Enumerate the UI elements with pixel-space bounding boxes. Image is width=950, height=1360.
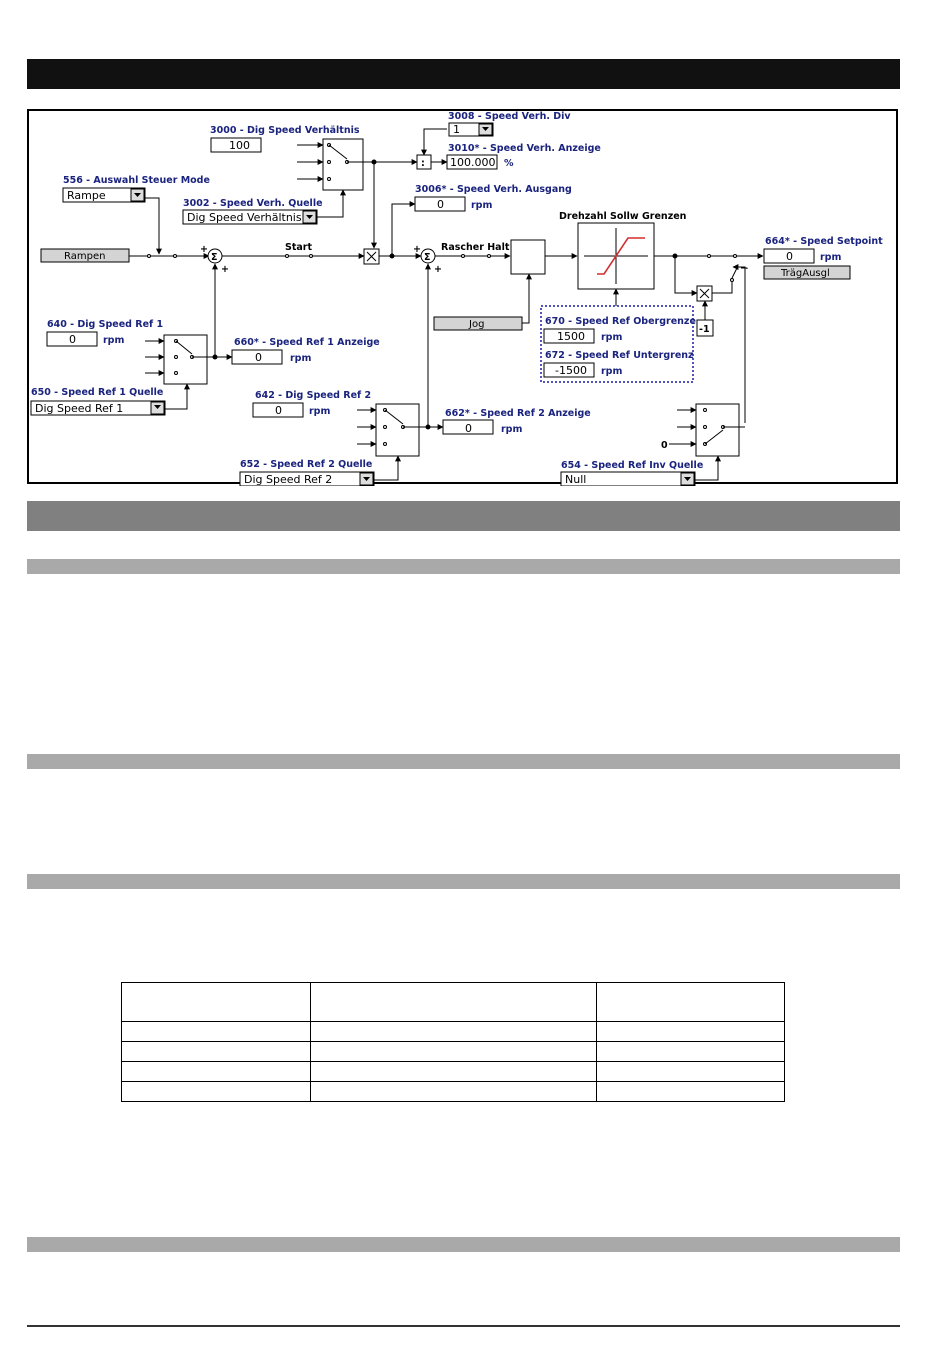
- rascher-halt-label: Rascher Halt: [441, 242, 510, 253]
- p556-label: 556 - Auswahl Steuer Mode: [63, 175, 210, 186]
- table-cell: [310, 1061, 597, 1082]
- subsection-bar-3: [27, 874, 900, 889]
- p3010-unit: %: [504, 158, 514, 169]
- p640-label: 640 - Dig Speed Ref 1: [47, 319, 163, 330]
- p3008-label: 3008 - Speed Verh. Div: [448, 111, 571, 122]
- table-cell: [121, 1021, 311, 1042]
- sum1-plus-b: +: [221, 264, 229, 275]
- subsection-bar-2: [27, 754, 900, 769]
- table-header-row: [121, 982, 785, 1022]
- p642-value[interactable]: 0: [275, 404, 282, 417]
- p642-unit: rpm: [309, 406, 330, 417]
- section-header-bar: [27, 501, 900, 531]
- p672-value[interactable]: -1500: [555, 364, 587, 377]
- p3006-value: 0: [437, 198, 444, 211]
- table-cell: [121, 1061, 311, 1082]
- block-diagram-frame: 3000 - Dig Speed Verhältnis 100 3008 - S…: [27, 109, 898, 487]
- p672-unit: rpm: [601, 366, 622, 377]
- p3008-value[interactable]: 1: [453, 123, 460, 136]
- p652-selector-block: [375, 403, 420, 457]
- p3000-value[interactable]: 100: [229, 139, 250, 152]
- empty-table: [121, 982, 785, 1102]
- p3010-value: 100.000: [450, 156, 496, 169]
- p654-selector-block: [695, 403, 740, 457]
- table-cell: [310, 1081, 597, 1102]
- divide-symbol: :: [421, 158, 425, 169]
- table-cell: [121, 982, 311, 1022]
- p652-value[interactable]: Dig Speed Ref 2: [244, 473, 332, 486]
- p556-dropdown[interactable]: [62, 187, 146, 203]
- table-cell: [310, 1041, 597, 1062]
- p654-value[interactable]: Null: [565, 473, 586, 486]
- p660-value: 0: [255, 351, 262, 364]
- p3002-value[interactable]: Dig Speed Verhältnis: [187, 211, 302, 224]
- table-row: [121, 1021, 785, 1042]
- table-cell: [121, 1081, 311, 1102]
- p670-label: 670 - Speed Ref Obergrenze: [545, 316, 696, 327]
- sum-symbol-1: Σ: [211, 252, 218, 263]
- zero-input-label: 0: [661, 440, 668, 451]
- p654-label: 654 - Speed Ref Inv Quelle: [561, 460, 703, 471]
- minus-one-label: -1: [699, 324, 710, 335]
- speed-reference-diagram: 3000 - Dig Speed Verhältnis 100 3008 - S…: [30, 111, 883, 487]
- p3006-label: 3006* - Speed Verh. Ausgang: [415, 184, 572, 195]
- table-cell: [596, 982, 785, 1022]
- p3010-label: 3010* - Speed Verh. Anzeige: [448, 143, 601, 154]
- table-cell: [596, 1061, 785, 1082]
- p3002-selector-block: [322, 138, 364, 191]
- table-cell: [596, 1081, 785, 1102]
- limit-parameters-box: [540, 305, 694, 383]
- table-row: [121, 1041, 785, 1062]
- jog-button-label[interactable]: Jog: [468, 319, 484, 330]
- footer-rule: [27, 1325, 900, 1327]
- p664-label: 664* - Speed Setpoint: [765, 236, 883, 247]
- p664-value: 0: [786, 250, 793, 263]
- p640-unit: rpm: [103, 335, 124, 346]
- p652-label: 652 - Speed Ref 2 Quelle: [240, 459, 372, 470]
- p650-label: 650 - Speed Ref 1 Quelle: [31, 387, 163, 398]
- p3006-unit: rpm: [471, 200, 492, 211]
- p662-value: 0: [465, 422, 472, 435]
- top-header-bar: [27, 59, 900, 89]
- p650-dropdown[interactable]: [30, 400, 166, 416]
- sum2-plus-b: +: [434, 264, 442, 275]
- start-label: Start: [285, 242, 312, 253]
- table-cell: [596, 1021, 785, 1042]
- sum-symbol-2: Σ: [424, 252, 431, 263]
- subsection-bar-4: [27, 1237, 900, 1252]
- p640-value[interactable]: 0: [69, 333, 76, 346]
- limit-curve: [597, 237, 645, 275]
- p556-value[interactable]: Rampe: [67, 189, 106, 202]
- p3000-label: 3000 - Dig Speed Verhältnis: [210, 125, 360, 136]
- p3000-value-box[interactable]: [210, 137, 262, 153]
- table-row: [121, 1081, 785, 1102]
- p660-unit: rpm: [290, 353, 311, 364]
- table-cell: [310, 982, 597, 1022]
- p642-label: 642 - Dig Speed Ref 2: [255, 390, 371, 401]
- drehzahl-label: Drehzahl Sollw Grenzen: [559, 211, 687, 222]
- table-cell: [596, 1041, 785, 1062]
- sum2-plus-a: +: [413, 244, 421, 255]
- table-cell: [310, 1021, 597, 1042]
- p3002-label: 3002 - Speed Verh. Quelle: [183, 198, 323, 209]
- p662-unit: rpm: [501, 424, 522, 435]
- p662-label: 662* - Speed Ref 2 Anzeige: [445, 408, 591, 419]
- table-row: [121, 1061, 785, 1082]
- rampen-button-label[interactable]: Rampen: [64, 251, 105, 262]
- sum1-plus-a: +: [200, 244, 208, 255]
- p3002-dropdown[interactable]: [182, 209, 318, 225]
- p660-label: 660* - Speed Ref 1 Anzeige: [234, 337, 380, 348]
- p664-unit: rpm: [820, 252, 841, 263]
- traegh-button-label[interactable]: TrägAusgl: [780, 268, 830, 279]
- subsection-bar-1: [27, 559, 900, 574]
- p670-unit: rpm: [601, 332, 622, 343]
- ramp-block: [510, 239, 546, 275]
- p650-value[interactable]: Dig Speed Ref 1: [35, 402, 123, 415]
- p672-label: 672 - Speed Ref Untergrenz: [545, 350, 694, 361]
- p650-selector-block: [163, 334, 208, 385]
- p670-value[interactable]: 1500: [557, 330, 585, 343]
- traegh-button[interactable]: [763, 265, 851, 280]
- table-cell: [121, 1041, 311, 1062]
